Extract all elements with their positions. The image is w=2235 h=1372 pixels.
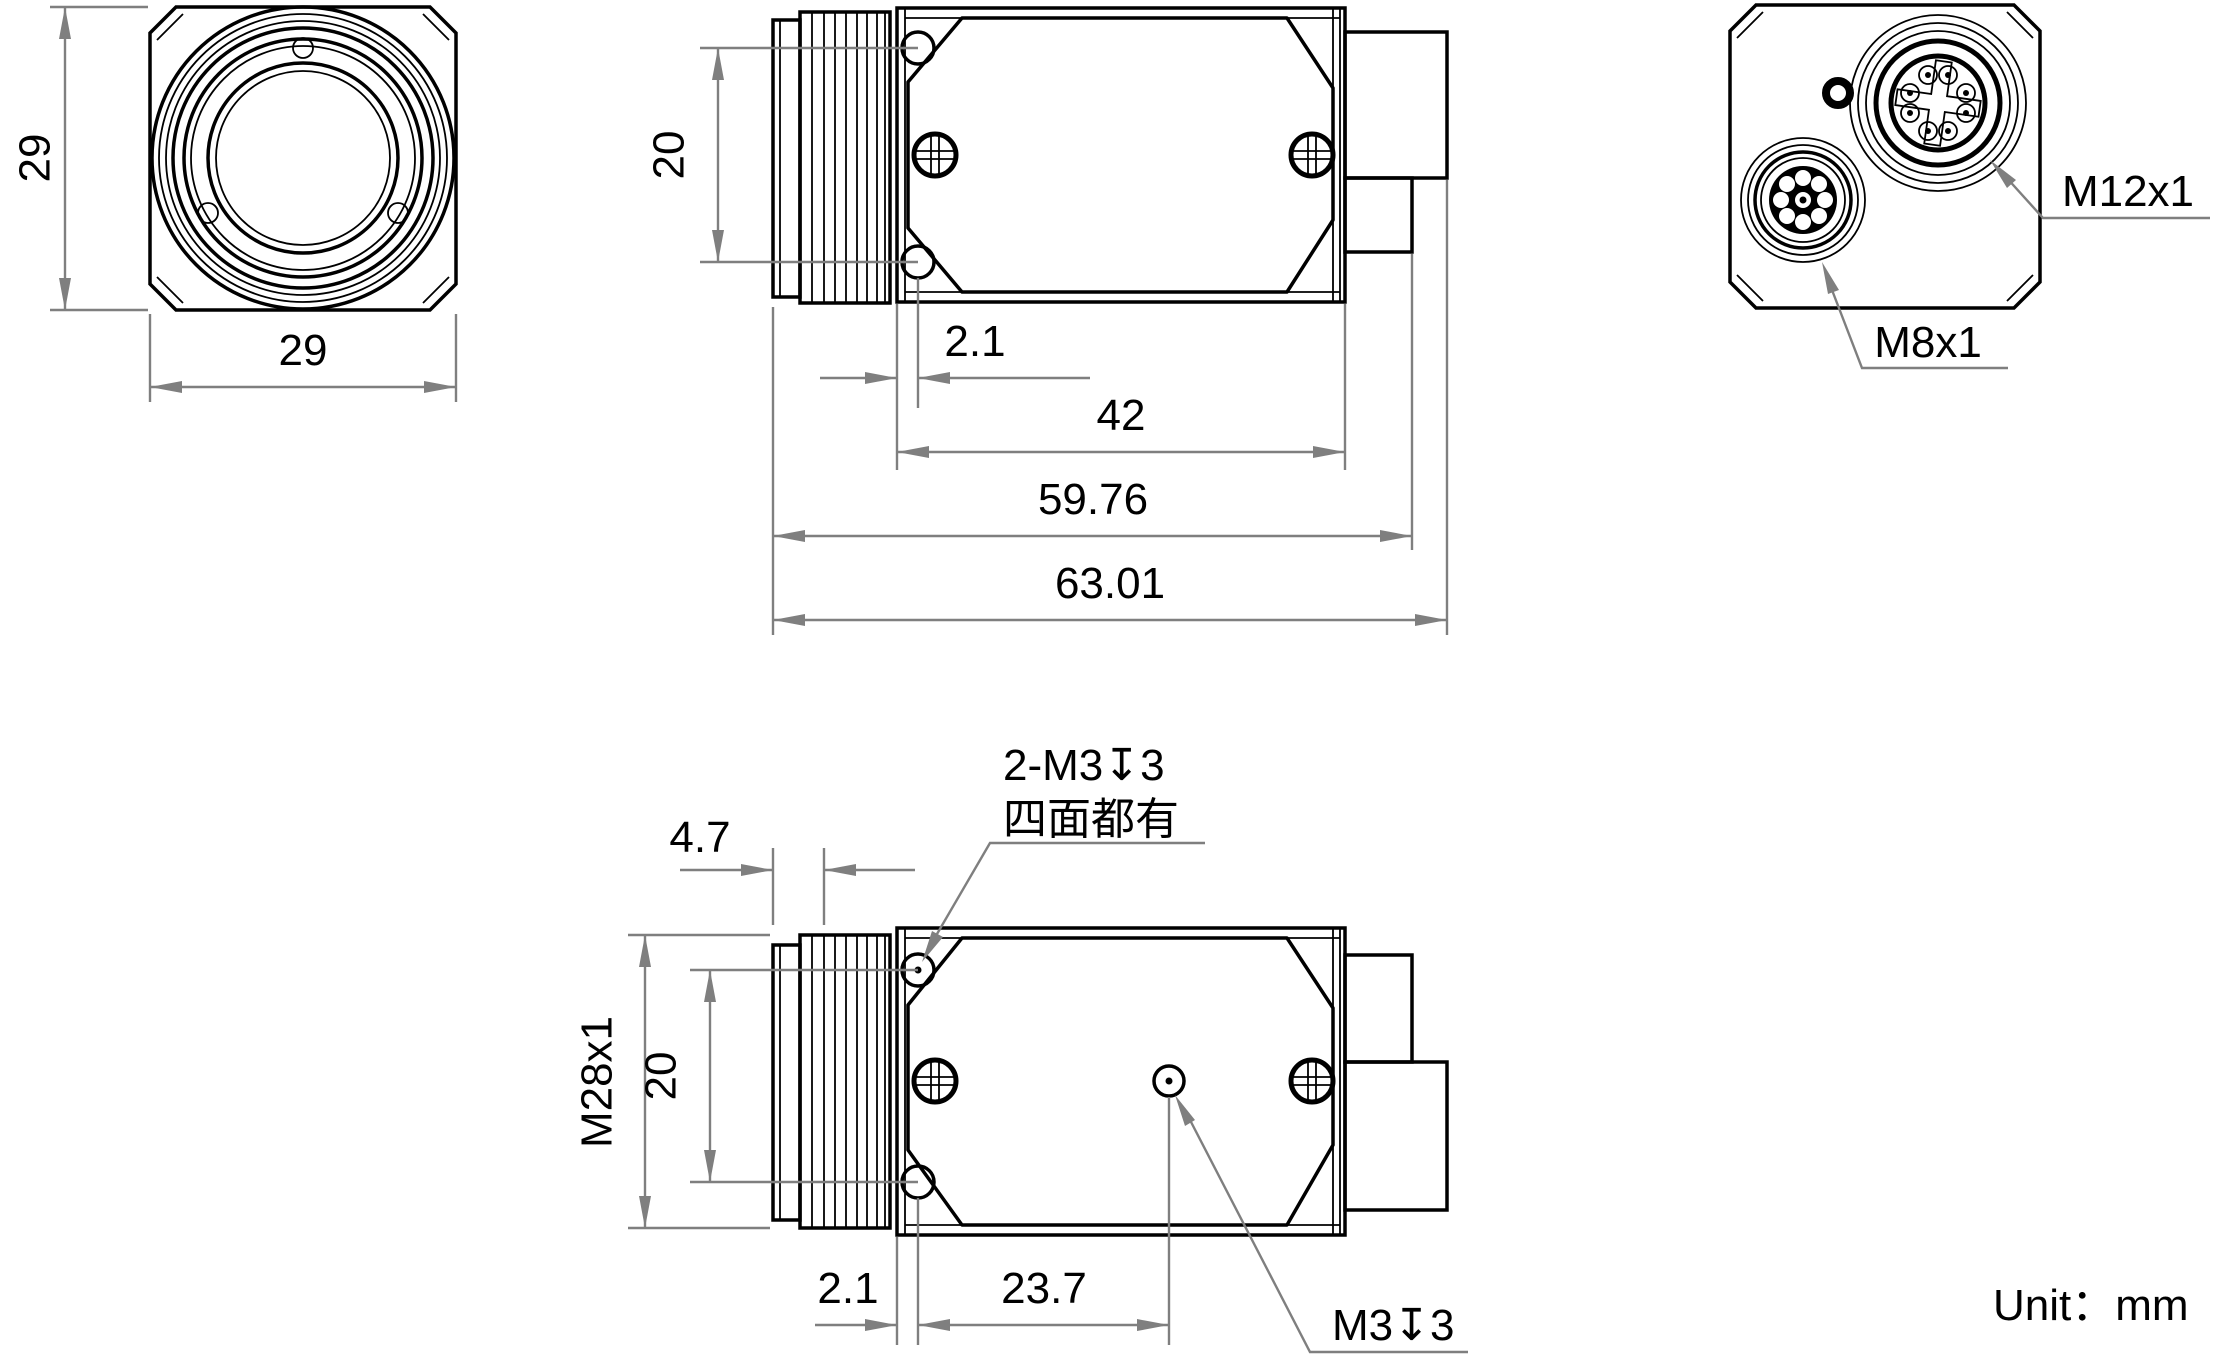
rear-connector-block-small <box>1343 953 1414 1064</box>
front-screw-hole <box>292 37 314 59</box>
front-screw-hole <box>197 202 219 224</box>
m8-leader: M8x1 <box>1822 262 2008 370</box>
rear-connector-block-bottom <box>1343 176 1414 254</box>
label-m12-connector: M12x1 <box>2062 167 2194 216</box>
dim-text-side-overall-length: 63.01 <box>1055 559 1165 608</box>
dim-text-side-hole-offset: 2.1 <box>944 317 1005 366</box>
dim-side-body-length: 42 <box>897 304 1347 470</box>
body-edge-lines <box>904 928 1341 1235</box>
side-view: 20 2.1 42 59.76 63.01 <box>645 6 1449 635</box>
dim-side-hole-spacing: 20 <box>645 46 918 264</box>
lens-ring <box>171 26 435 290</box>
front-corner-chamfers <box>156 13 450 304</box>
lens-flange-front <box>771 943 802 1222</box>
lens-flange-rings <box>798 933 892 1230</box>
label-side-holes-line1: 2-M3↧3 <box>1003 741 1165 790</box>
body-edge-lines <box>904 8 1341 302</box>
label-m8-connector: M8x1 <box>1874 318 1982 367</box>
dim-mount-thread: M28x1 <box>573 933 770 1230</box>
dim-side-hole-offset: 2.1 <box>820 278 1090 470</box>
m8-pins <box>1773 170 1833 230</box>
rear-corner-chamfers <box>1736 11 2034 302</box>
dim-text-side-body-length: 42 <box>1097 391 1146 440</box>
label-side-holes-line2: 四面都有 <box>1003 795 1179 844</box>
side-screw-right <box>1288 131 1336 179</box>
dim-text-bottom-hole-offset: 2.1 <box>817 1264 878 1313</box>
label-center-hole: M3↧3 <box>1332 1301 1454 1350</box>
dim-text-side-length-to-body-rear: 59.76 <box>1038 475 1148 524</box>
m12-key-cross <box>1894 59 1982 147</box>
lens-ring <box>158 13 448 303</box>
lens-flange-rings <box>798 10 892 305</box>
unit-note: Unit：mm <box>1993 1281 2189 1330</box>
m12-pins <box>1900 65 1976 141</box>
dim-text-side-hole-spacing: 20 <box>645 131 694 180</box>
dim-text-center-hole-offset: 23.7 <box>1001 1264 1087 1313</box>
rear-view: M12x1 M8x1 <box>1728 3 2210 370</box>
label-mount-thread: M28x1 <box>573 1016 622 1148</box>
lens-flange-ring-lines <box>811 12 886 303</box>
side-holes-leader: 2-M3↧3 四面都有 <box>922 741 1205 962</box>
camera-body-side <box>895 6 1347 304</box>
dim-text-flange-depth: 4.7 <box>669 813 730 862</box>
dim-text-front-height: 29 <box>11 134 60 183</box>
front-body-outline <box>148 5 458 312</box>
m12-connector <box>1849 14 2027 192</box>
side-screw-left <box>911 131 959 179</box>
lens-opening-inner <box>215 70 391 246</box>
rear-connector-block-large <box>1343 1060 1449 1212</box>
rear-led-indicator <box>1822 77 1854 109</box>
bottom-screw-right <box>1288 1057 1336 1105</box>
rear-connector-block-top <box>1343 30 1449 180</box>
dim-bottom-hole-offset: 2.1 <box>815 1198 920 1345</box>
lens-ring <box>190 45 416 271</box>
dim-text-front-width: 29 <box>279 326 328 375</box>
lens-flange-front <box>771 18 802 299</box>
bottom-panel-contour <box>906 936 1335 1227</box>
m12-leader: M12x1 <box>1990 160 2210 220</box>
rear-body-outline <box>1728 3 2042 310</box>
bottom-view: 4.7 M28x1 20 2.1 23.7 2-M3↧3 <box>573 741 1468 1354</box>
bottom-center-tripod-hole <box>1152 1064 1186 1098</box>
front-screw-hole <box>387 202 409 224</box>
dim-side-length-to-body-rear: 59.76 <box>771 254 1414 635</box>
dim-text-bottom-hole-spacing: 20 <box>637 1052 686 1101</box>
lens-opening <box>206 61 400 255</box>
bottom-screw-left <box>911 1057 959 1105</box>
dim-bottom-flange-depth: 4.7 <box>669 813 915 925</box>
dim-side-overall-length: 63.01 <box>773 180 1449 635</box>
lens-ring <box>165 20 441 296</box>
front-view: 29 29 <box>11 5 458 402</box>
dim-front-width: 29 <box>148 314 458 402</box>
dim-center-hole-offset: 23.7 <box>918 1097 1171 1345</box>
dim-bottom-hole-spacing: 20 <box>637 968 918 1184</box>
lens-ring <box>182 37 424 279</box>
lens-flange-ring-lines <box>811 935 886 1228</box>
camera-body-bottom <box>895 926 1347 1237</box>
side-panel-contour <box>906 16 1335 294</box>
center-hole-leader: M3↧3 <box>1175 1095 1468 1354</box>
dim-front-height: 29 <box>11 5 148 312</box>
lens-ring-outer <box>150 5 456 311</box>
m8-connector <box>1740 137 1866 263</box>
